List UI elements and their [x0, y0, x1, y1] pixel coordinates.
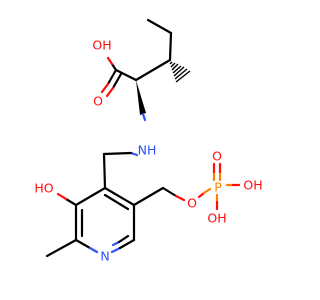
label-ester-o: O [187, 196, 197, 211]
ring-c2-n-b [88, 246, 99, 254]
bond-carbonyl-a [106, 68, 118, 86]
bond-ethyl-ch2 [168, 31, 173, 62]
bond-alpha-n-wedge [136, 80, 146, 115]
molecule-structure: OH O NH HO N O O P OH OH [34, 18, 263, 264]
bond-ch2-o-a [161, 186, 178, 198]
bond-c3-oh-a [64, 197, 78, 207]
ring-c5-c4 [103, 186, 136, 207]
ring-n-c6-inner-b [117, 234, 130, 244]
label-phosphoryl-o: O [212, 149, 222, 164]
bond-carbonyl-d [105, 86, 115, 98]
ring-n-c6-a [110, 246, 122, 254]
bonds [45, 18, 241, 258]
bond-carboxyl-c-oh-a [110, 62, 118, 72]
bond-c5-ch2 [132, 186, 165, 207]
bond-alpha-n [141, 112, 147, 122]
label-phosphate-oh-bottom: OH [207, 211, 226, 226]
bond-ethyl-ch3 [146, 18, 173, 35]
ring-n-c6-inner-a [111, 240, 121, 247]
bond-carbonyl-c [111, 72, 123, 90]
label-ring-hydroxyl-ho: HO [34, 181, 53, 196]
bond-n-ch2-b [102, 151, 133, 156]
ring-c2-n [74, 238, 92, 250]
bond-c2-methyl [45, 238, 78, 258]
bond-o-p-b [202, 187, 212, 195]
bond-alpha-carboxyl-c [114, 68, 138, 82]
label-amine-nh: NH [138, 143, 157, 158]
bond-ch2-o-b [174, 194, 186, 202]
ring-c5-c4-inner [103, 193, 130, 211]
bond-c3-oh-b [56, 192, 68, 201]
label-phosphate-oh-right: OH [243, 178, 262, 193]
ring-n-c6-b [118, 238, 136, 250]
label-ring-n: N [100, 249, 109, 264]
bond-beta-alpha [134, 58, 172, 82]
bond-carbonyl-b [100, 82, 110, 94]
atom-labels: OH O NH HO N O O P OH OH [34, 38, 262, 264]
ring-c4-c3 [74, 186, 107, 207]
bond-methyl-hashed [169, 61, 191, 83]
bond-carboxyl-c-oh-b [106, 56, 114, 66]
label-phosphorus-p: P [214, 180, 222, 195]
label-carbonyl-o: O [93, 94, 103, 109]
bond-ch2-ring [102, 152, 107, 190]
label-carboxyl-oh: OH [92, 38, 111, 53]
